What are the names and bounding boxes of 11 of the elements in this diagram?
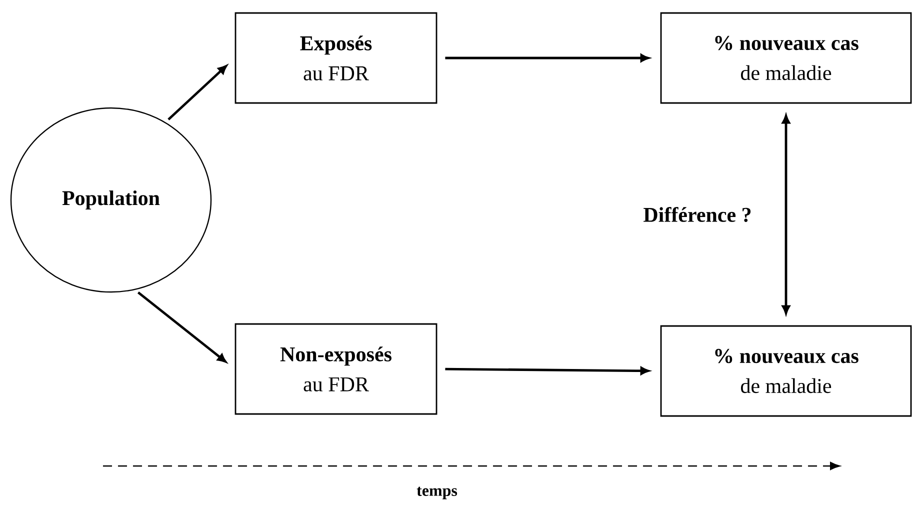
- group-box: Exposés au FDR: [234, 12, 438, 104]
- arrow: [782, 114, 790, 314]
- axis-label: temps: [416, 486, 458, 500]
- arrow: [168, 65, 227, 120]
- edge-label: Différence ?: [644, 206, 751, 222]
- group-box: % nouveaux cas de maladie: [660, 325, 912, 417]
- arrow: [137, 291, 226, 362]
- arrow: [445, 54, 650, 62]
- arrow: [445, 366, 650, 375]
- group-box: Non-exposés au FDR: [234, 323, 438, 415]
- group-box: % nouveaux cas de maladie: [660, 12, 912, 104]
